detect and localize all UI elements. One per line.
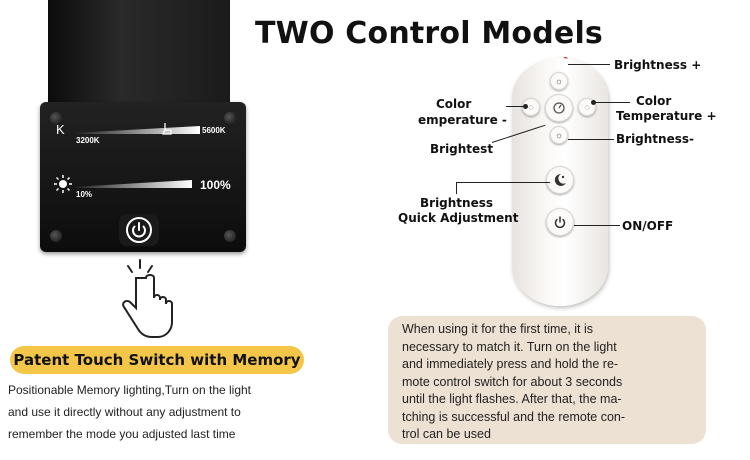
color-temp-plus-label-1: Color bbox=[636, 94, 672, 108]
note-line: necessary to match it. Turn on the light bbox=[402, 339, 617, 354]
brightness-min-label: 10% bbox=[76, 190, 93, 199]
on-off-button[interactable] bbox=[546, 208, 574, 236]
screw bbox=[224, 112, 236, 124]
callout-line bbox=[506, 106, 526, 107]
note-line: tching is successful and the remote con- bbox=[402, 409, 626, 424]
sun-icon bbox=[54, 175, 72, 193]
color-min-label: 3200K bbox=[76, 136, 100, 145]
color-temp-slider[interactable] bbox=[76, 126, 200, 134]
callout-line bbox=[456, 182, 550, 183]
description-line: Positionable Memory lighting,Turn on the… bbox=[8, 383, 252, 397]
bulb-minus-icon: ◌ bbox=[528, 102, 534, 112]
brightest-label: Brightest bbox=[430, 142, 494, 156]
quick-adjust-label-1: Brightness bbox=[420, 196, 494, 210]
brightest-icon bbox=[553, 102, 565, 114]
color-temp-minus-label-1: Color bbox=[436, 97, 472, 111]
note-line: When using it for the first time, it is bbox=[402, 322, 594, 336]
touch-power-button[interactable] bbox=[119, 214, 159, 246]
callout-line bbox=[574, 225, 620, 226]
brightness-plus-label: Brightness + bbox=[614, 58, 702, 72]
note-line: trol can be used bbox=[402, 427, 491, 441]
color-temp-plus-label-2: Temperature + bbox=[616, 109, 717, 123]
callout-dot bbox=[523, 104, 528, 109]
power-icon bbox=[126, 217, 152, 243]
brightest-button[interactable] bbox=[545, 94, 573, 122]
page-title: TWO Control Models bbox=[255, 16, 603, 51]
description: Positionable Memory lighting,Turn on the… bbox=[8, 379, 328, 445]
color-temp-minus-button[interactable]: ◌ bbox=[522, 98, 540, 116]
kelvin-symbol: K bbox=[56, 122, 65, 137]
sun-minus-icon: ☼ bbox=[554, 130, 564, 140]
description-line: and use it directly without any adjustme… bbox=[8, 405, 241, 419]
power-icon bbox=[554, 216, 566, 229]
finger-icon bbox=[160, 122, 174, 136]
note-line: and immediately press and hold the re- bbox=[402, 357, 619, 371]
brightness-plus-button[interactable]: ☼ bbox=[550, 72, 568, 90]
sun-plus-icon: ☼ bbox=[554, 76, 564, 86]
brightness-minus-button[interactable]: ☼ bbox=[550, 126, 568, 144]
moon-sun-icon bbox=[554, 173, 566, 186]
quick-adjust-button[interactable] bbox=[546, 166, 574, 194]
bulb-plus-icon: ◌ bbox=[584, 102, 590, 112]
light-bar bbox=[48, 0, 230, 104]
quick-adjust-label-2: Quick Adjustment bbox=[398, 211, 519, 225]
screw bbox=[224, 230, 236, 242]
control-box: K 3200K 5600K 10% 100% bbox=[40, 102, 246, 252]
callout-dot bbox=[591, 100, 596, 105]
callout-line bbox=[568, 139, 614, 140]
brightness-max-label: 100% bbox=[200, 178, 231, 192]
brightness-minus-label: Brightness- bbox=[616, 132, 694, 146]
color-max-label: 5600K bbox=[202, 126, 226, 135]
on-off-label: ON/OFF bbox=[622, 219, 674, 233]
screw bbox=[50, 230, 62, 242]
note-line: until the light flashes. After that, the… bbox=[402, 392, 622, 406]
brightness-slider[interactable] bbox=[76, 180, 192, 188]
callout-line bbox=[594, 102, 630, 103]
callout-line bbox=[456, 182, 457, 194]
hand-pointer-icon bbox=[122, 259, 173, 338]
patent-badge: Patent Touch Switch with Memory bbox=[10, 346, 304, 374]
color-temp-minus-label-2: emperature - bbox=[418, 113, 507, 127]
screw bbox=[50, 112, 62, 124]
note-line: mote control switch for about 3 seconds bbox=[402, 374, 623, 389]
description-line: remember the mode you adjusted last time bbox=[8, 427, 236, 441]
pairing-note: When using it for the first time, it is … bbox=[388, 316, 706, 444]
callout-line bbox=[568, 64, 610, 65]
